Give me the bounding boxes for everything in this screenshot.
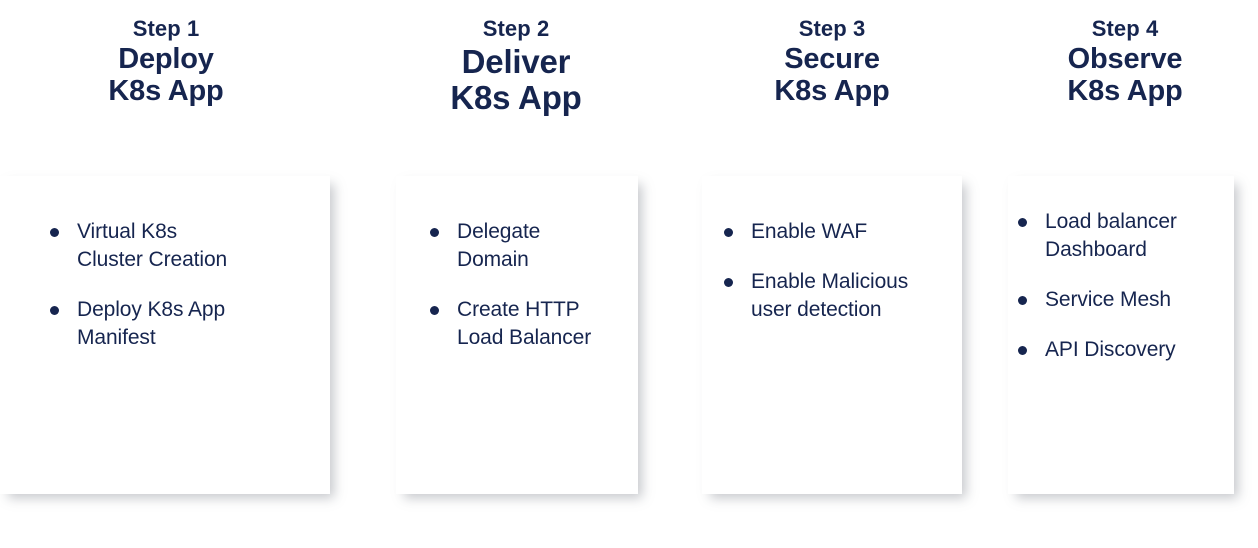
step-heading-3: Step 3 Secure K8s App [674,18,990,106]
step-card-2[interactable]: Delegate Domain Create HTTP Load Balance… [396,176,638,494]
step-heading-1: Step 1 Deploy K8s App [0,18,332,106]
step-card-4[interactable]: Load balancer Dashboard Service Mesh API… [1008,176,1234,494]
step-subtitle-4: K8s App [1067,75,1183,107]
bullet-dot-icon [724,277,733,287]
step-bullet-list-2: Delegate Domain Create HTTP Load Balance… [430,218,626,374]
step-column-1: Step 1 Deploy K8s App Virtual K8s Cluste… [0,0,332,548]
step-heading-4: Step 4 Observe K8s App [984,18,1258,106]
list-item: Service Mesh [1018,286,1232,314]
step-title-1: Deploy [118,43,214,75]
step-card-3[interactable]: Enable WAF Enable Malicious user detecti… [702,176,962,494]
bullet-text: Enable Malicious user detection [751,269,909,321]
step-card-1[interactable]: Virtual K8s Cluster Creation Deploy K8s … [0,176,330,494]
bullet-text: Deploy K8s App Manifest [77,297,226,349]
step-title-2: Deliver [461,43,571,80]
step-subtitle-3: K8s App [774,75,890,107]
bullet-text: API Discovery [1045,337,1176,361]
bullet-text: Create HTTP Load Balancer [457,297,592,349]
bullet-dot-icon [1018,345,1027,355]
bullet-dot-icon [50,228,59,237]
list-item: Virtual K8s Cluster Creation [50,218,306,274]
step-subtitle-1: K8s App [108,75,224,107]
bullet-dot-icon [724,228,733,237]
step-column-4: Step 4 Observe K8s App Load balancer Das… [1008,0,1234,548]
step-label-1: Step 1 [132,16,200,41]
bullet-dot-icon [1018,295,1027,305]
bullet-text: Enable WAF [751,220,868,243]
step-label-3: Step 3 [798,16,866,41]
step-bullet-list-1: Virtual K8s Cluster Creation Deploy K8s … [50,218,306,374]
list-item: Enable WAF [724,218,954,246]
bullet-text: Virtual K8s Cluster Creation [77,220,228,271]
step-label-2: Step 2 [482,16,550,41]
bullet-dot-icon [1018,218,1027,227]
step-heading-2: Step 2 Deliver K8s App [356,16,676,116]
bullet-text: Delegate Domain [457,220,541,271]
bullet-text: Load balancer Dashboard [1045,210,1177,261]
step-title-3: Secure [784,43,880,75]
list-item: Load balancer Dashboard [1018,208,1232,264]
list-item: API Discovery [1018,336,1232,364]
step-title-4: Observe [1067,43,1183,75]
list-item: Deploy K8s App Manifest [50,296,306,352]
list-item: Create HTTP Load Balancer [430,296,626,352]
list-item: Enable Malicious user detection [724,268,954,324]
step-label-4: Step 4 [1091,16,1159,41]
bullet-text: Service Mesh [1045,287,1172,311]
step-subtitle-2: K8s App [450,79,582,116]
bullet-dot-icon [430,228,439,237]
bullet-dot-icon [50,305,59,315]
step-bullet-list-4: Load balancer Dashboard Service Mesh API… [1018,208,1232,386]
step-column-2: Step 2 Deliver K8s App Delegate Domain C… [396,0,638,548]
list-item: Delegate Domain [430,218,626,274]
step-bullet-list-3: Enable WAF Enable Malicious user detecti… [724,218,954,346]
step-column-3: Step 3 Secure K8s App Enable WAF Enable … [702,0,962,548]
bullet-dot-icon [430,305,439,315]
